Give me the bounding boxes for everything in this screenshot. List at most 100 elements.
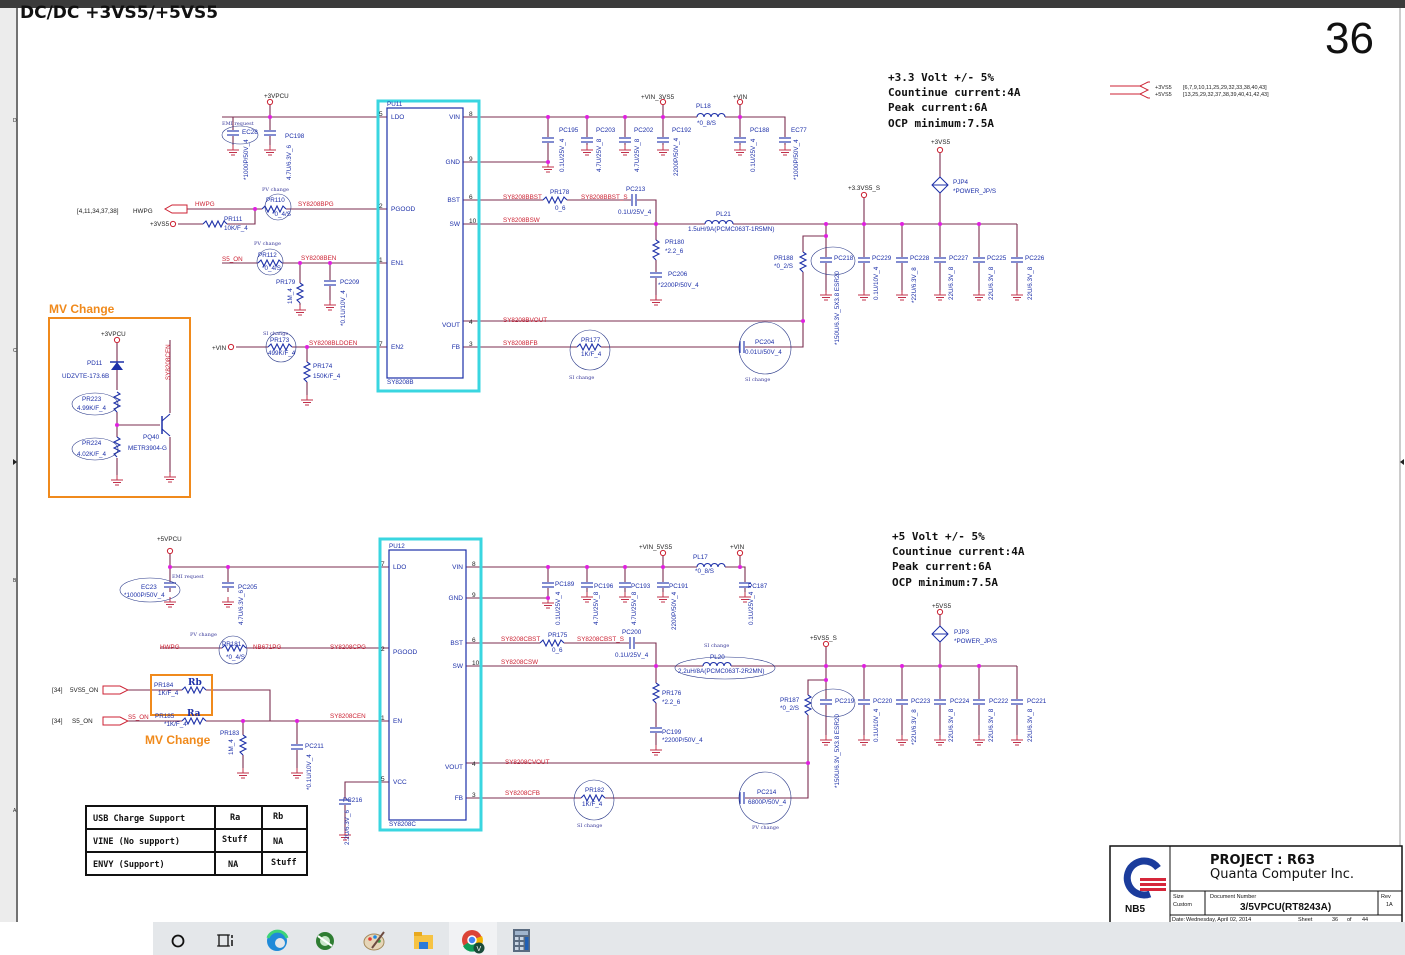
file-explorer-icon[interactable] <box>414 932 433 949</box>
chrome-icon[interactable]: V <box>462 930 485 954</box>
schematic-label: PR177 <box>581 337 601 344</box>
schematic-label: 4.7U/25V_8 <box>634 138 641 172</box>
lower-wires <box>102 547 1024 841</box>
schematic-label: PL17 <box>693 554 708 561</box>
schematic-label: 0_6 <box>555 205 566 212</box>
schematic-label: 0.1U/25V_4 <box>615 652 649 659</box>
schematic-label: PC220 <box>873 698 893 705</box>
table-cell: NA <box>228 860 238 870</box>
schematic-label: PC202 <box>634 127 654 134</box>
schematic-label: PR174 <box>313 363 333 370</box>
taskbar: V <box>0 922 1405 955</box>
schematic-label: [34] <box>52 687 63 694</box>
date-label: Date: <box>1172 917 1186 923</box>
pin-name: PGOOD <box>393 649 418 656</box>
schematic-label: +3VPCU <box>101 331 126 338</box>
pin-name: VOUT <box>445 764 463 771</box>
schematic-label: SY8208CBST_S <box>577 636 624 643</box>
schematic-label: 0_6 <box>552 647 563 654</box>
spec-line: Peak current:6A <box>888 101 988 114</box>
schematic-label: PC205 <box>238 584 258 591</box>
schematic-label: PC195 <box>559 127 579 134</box>
schematic-label: *150U/6.3V_5X3.8 ESR20 <box>834 714 841 788</box>
schematic-label: PC216 <box>343 797 363 804</box>
pin-number: 6 <box>469 194 473 201</box>
page-number: 36 <box>1325 14 1374 63</box>
schematic-label: *22U/6.3V_8 <box>911 267 918 303</box>
pin-name: FB <box>455 795 463 802</box>
schematic-label: Rb <box>188 678 202 688</box>
schematic-label: *0_4/S <box>226 654 245 661</box>
spec-line: +3.3 Volt +/- 5% <box>888 71 994 84</box>
pin-name: FB <box>452 344 460 351</box>
mv-change-box-lower <box>150 674 213 716</box>
schematic-label: PC198 <box>285 133 305 140</box>
schematic-label: PC191 <box>669 583 689 590</box>
schematic-label: [4,11,34,37,38] <box>77 208 119 215</box>
schematic-label: UDZVTE-173.6B <box>62 373 109 380</box>
schematic-label: *22U/6.3V_8 <box>911 709 918 745</box>
doc-number-label: Document Number <box>1210 894 1256 900</box>
paint-icon[interactable] <box>363 931 385 951</box>
schematic-label: S5_ON <box>222 256 243 263</box>
pin-name: LDO <box>393 564 406 571</box>
pin-name: GND <box>446 159 461 166</box>
edge-icon[interactable] <box>266 929 289 951</box>
schematic-label: *POWER_JP/S <box>954 638 997 645</box>
pin-number: 5 <box>381 776 385 783</box>
schematic-label: 1M_4 <box>228 739 235 755</box>
task-view-icon[interactable] <box>217 934 233 947</box>
schematic-label: 10K/F_4 <box>224 225 248 232</box>
app-icon[interactable] <box>316 932 334 950</box>
pin-number: 1 <box>379 257 383 264</box>
schematic-label: 4.7U/25V_8 <box>631 591 638 625</box>
svg-text:V: V <box>477 946 482 953</box>
schematic-label: PC222 <box>989 698 1009 705</box>
net-legend: +3VS5 [6,7,9,10,11,25,29,32,33,38,40,43]… <box>1110 81 1269 99</box>
schematic-label: *1000P/50V_4 <box>124 592 165 599</box>
schematic-label: HWPG <box>133 208 153 215</box>
pin-number: 6 <box>472 637 476 644</box>
mv-change-title: MV Change <box>49 302 115 316</box>
schematic-label: PL18 <box>696 103 711 110</box>
schematic-label: PR187 <box>780 697 800 704</box>
calculator-icon[interactable] <box>513 929 530 952</box>
schematic-label: 0.1U/25V_4 <box>555 591 562 625</box>
schematic-label: +VIN_3VS5 <box>641 94 675 101</box>
schematic-label: +3VPCU <box>264 93 289 100</box>
schematic-label: 22U/6.3V_8 <box>1027 708 1034 742</box>
spec-line: OCP minimum:7.5A <box>888 117 994 130</box>
schematic-label: PR224 <box>82 440 102 447</box>
size-label: Size <box>1173 894 1184 900</box>
schematic-label: SY8208BBST_S <box>581 194 628 201</box>
spec-line: Countinue current:4A <box>892 545 1025 558</box>
schematic-label: *2200P/50V_4 <box>658 282 699 289</box>
schematic-label: *1000P/50V_4 <box>243 139 250 180</box>
schematic-label: *0_4/S <box>272 211 291 218</box>
schematic-label: PC187 <box>748 583 768 590</box>
schematic-label: S5_ON <box>128 714 149 721</box>
schematic-label: SY8208CFB <box>505 790 540 797</box>
table-cell: USB Charge Support <box>93 814 185 824</box>
quanta-logo <box>1123 857 1166 899</box>
schematic-label: PC226 <box>1025 255 1045 262</box>
schematic-label: SI change <box>704 643 729 649</box>
table-cell: Stuff <box>222 835 248 845</box>
schematic-label: *0_8/S <box>695 568 714 575</box>
pin-name: BST <box>447 197 460 204</box>
schematic-label: 1.5uH/9A(PCMC063T-1R5MN) <box>688 226 774 233</box>
spec-lower: +5 Volt +/- 5% Countinue current:4A Peak… <box>892 530 1025 589</box>
schematic-label: +3VS5 <box>150 221 170 228</box>
schematic-label: SY8208BFB <box>503 340 538 347</box>
spec-upper: +3.3 Volt +/- 5% Countinue current:4A Pe… <box>888 71 1021 130</box>
chip-highlight-pu11 <box>376 99 481 393</box>
schematic-label: EC23 <box>141 584 157 591</box>
schematic-label: 5VS5_ON <box>70 687 99 694</box>
spec-line: +5 Volt +/- 5% <box>892 530 985 543</box>
legend-net: +5VS5 <box>1155 92 1172 98</box>
schematic-label: Ra <box>187 709 201 719</box>
schematic-label: PJP3 <box>954 629 970 636</box>
schematic-label: PC206 <box>668 271 688 278</box>
search-icon[interactable] <box>171 934 185 948</box>
schematic-label: SI change <box>745 377 770 383</box>
